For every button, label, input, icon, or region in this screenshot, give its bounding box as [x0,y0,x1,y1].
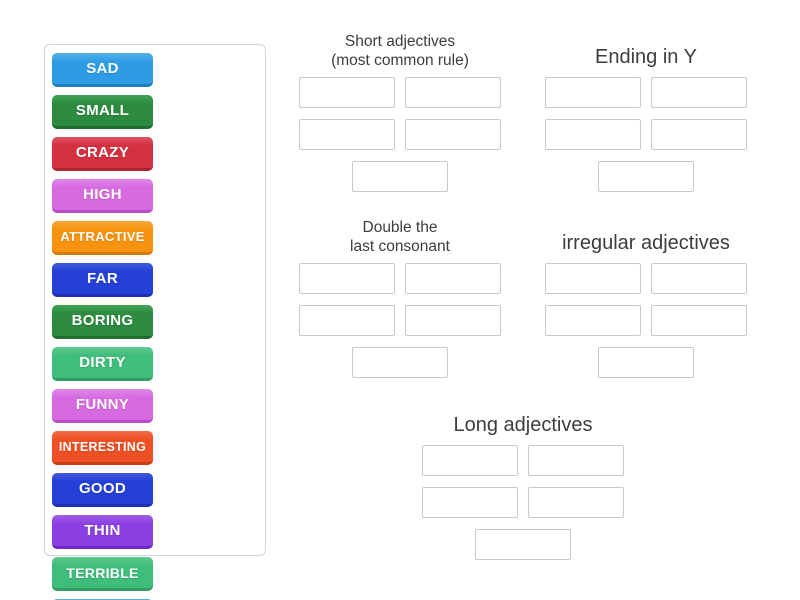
drop-slot-long-adjectives-5[interactable] [475,529,571,560]
group-slots [293,263,507,378]
word-tile-boring[interactable]: BORING [52,305,153,339]
drop-slot-ending-in-y-4[interactable] [651,119,747,150]
drop-slot-irregular-adjectives-3[interactable] [545,305,641,336]
drop-slot-irregular-adjectives-5[interactable] [598,347,694,378]
group-title-line: last consonant [350,238,450,255]
group-double-last-consonant: Double the last consonant [293,210,507,378]
word-tile-good[interactable]: GOOD [52,473,153,507]
drop-slot-double-last-consonant-2[interactable] [405,263,501,294]
group-slots [539,263,753,378]
group-title-line: irregular adjectives [562,232,730,254]
group-slots [416,445,630,560]
drop-slot-ending-in-y-1[interactable] [545,77,641,108]
word-tile-attractive[interactable]: ATTRACTIVE [52,221,153,255]
group-title: Short adjectives (most common rule) [293,24,507,70]
group-title-line: Double the [362,219,438,236]
group-long-adjectives: Long adjectives [416,392,630,560]
drop-slot-ending-in-y-3[interactable] [545,119,641,150]
drop-slot-irregular-adjectives-2[interactable] [651,263,747,294]
group-title-line: Short adjectives [344,33,456,50]
word-bank-panel: SAD SMALL CRAZY HIGH ATTRACTIVE FAR BORING DIRT… [44,44,266,600]
word-tile-sad[interactable]: SAD [52,53,153,87]
group-title: Long adjectives [416,392,630,438]
drop-slot-short-adjectives-4[interactable] [405,119,501,150]
drop-slot-short-adjectives-1[interactable] [299,77,395,108]
group-title: irregular adjectives [539,210,753,256]
word-tile-interesting[interactable]: INTERESTING [52,431,153,465]
drop-slot-long-adjectives-4[interactable] [528,487,624,518]
drop-slot-double-last-consonant-4[interactable] [405,305,501,336]
word-tile-terrible[interactable]: TERRIBLE [52,557,153,591]
drop-slot-double-last-consonant-3[interactable] [299,305,395,336]
group-irregular-adjectives: irregular adjectives [539,210,753,378]
drop-slot-ending-in-y-5[interactable] [598,161,694,192]
group-title: Ending in Y [539,24,753,70]
group-title-line: Long adjectives [453,414,593,436]
group-short-adjectives: Short adjectives (most common rule) [293,24,507,192]
group-slots [293,77,507,192]
drop-slot-long-adjectives-1[interactable] [422,445,518,476]
group-slots [539,77,753,192]
drop-slot-long-adjectives-3[interactable] [422,487,518,518]
drop-slot-irregular-adjectives-1[interactable] [545,263,641,294]
drop-slot-short-adjectives-3[interactable] [299,119,395,150]
word-tile-far[interactable]: FAR [52,263,153,297]
drop-slot-double-last-consonant-5[interactable] [352,347,448,378]
word-tile-small[interactable]: SMALL [52,95,153,129]
word-tile-funny[interactable]: FUNNY [52,389,153,423]
drop-slot-short-adjectives-5[interactable] [352,161,448,192]
drop-slot-irregular-adjectives-4[interactable] [651,305,747,336]
drop-slot-long-adjectives-2[interactable] [528,445,624,476]
drop-slot-double-last-consonant-1[interactable] [299,263,395,294]
word-tile-crazy[interactable]: CRAZY [52,137,153,171]
word-tile-dirty[interactable]: DIRTY [52,347,153,381]
word-tile-high[interactable]: HIGH [52,179,153,213]
drop-slot-short-adjectives-2[interactable] [405,77,501,108]
group-ending-in-y: Ending in Y [539,24,753,192]
group-title-line: (most common rule) [331,52,469,69]
group-title: Double the last consonant [293,210,507,256]
word-tile-thin[interactable]: THIN [52,515,153,549]
group-title-line: Ending in Y [595,46,697,68]
drop-slot-ending-in-y-2[interactable] [651,77,747,108]
